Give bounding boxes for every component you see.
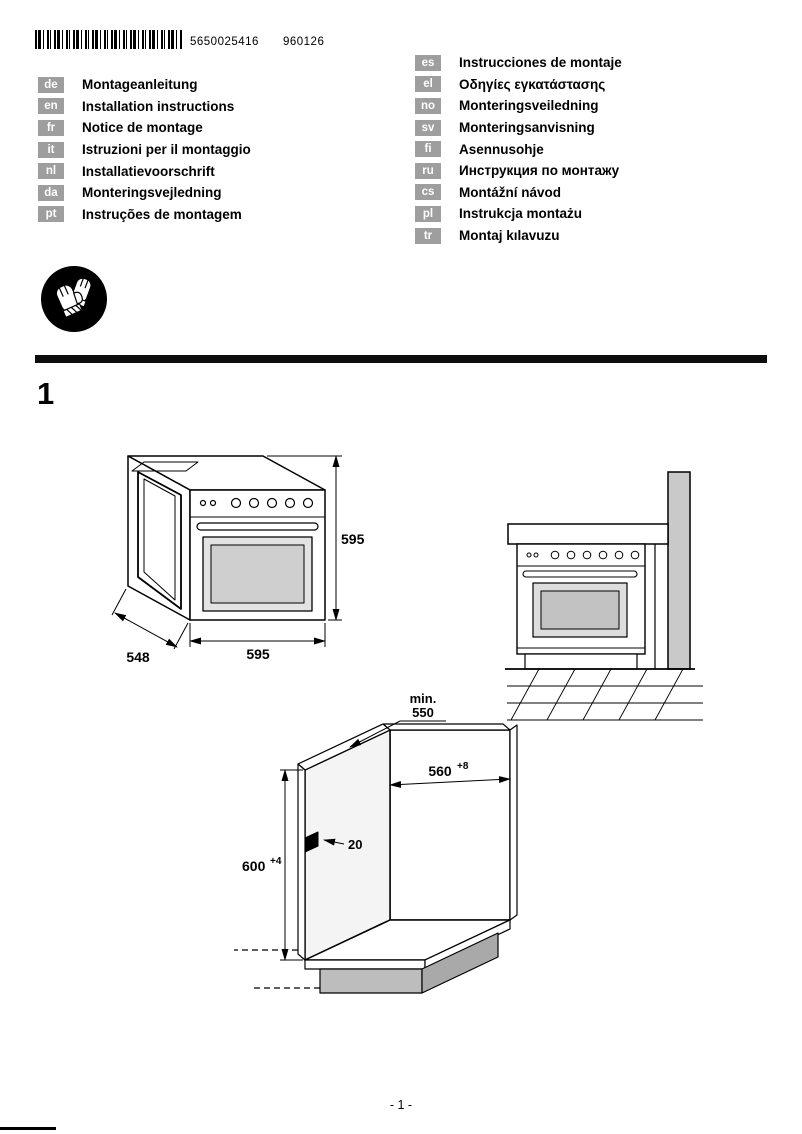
language-code-badge: fr [38,119,64,136]
language-title: Montážní návod [459,184,561,200]
section-divider [35,355,767,363]
language-code-badge: da [38,184,64,201]
dim-oven-width: 595 [246,646,270,662]
language-list-left: de Montageanleitung en Installation inst… [38,74,251,225]
language-row: cs Montážní návod [415,182,622,204]
dim-oven-depth: 548 [126,649,150,665]
plinth [319,968,423,994]
language-title: Asennusohje [459,141,544,157]
language-title: Οδηγίες εγκατάστασης [459,76,606,92]
language-code-badge: fi [415,141,441,158]
language-code-badge: sv [415,119,441,136]
language-row: es Instrucciones de montaje [415,52,622,74]
dim-niche-rail: 20 [348,837,362,852]
language-title: Monteringsanvisning [459,120,595,136]
language-row: sv Monteringsanvisning [415,117,622,139]
page-number: - 1 - [389,1098,413,1112]
language-code-badge: it [38,141,64,158]
support-rail [304,831,319,853]
language-code-badge: pl [415,205,441,222]
section-number: 1 [37,376,55,411]
bottom-edge-mark [0,1127,56,1130]
barcode [35,30,183,49]
language-code-badge: no [415,97,441,114]
language-row: fr Notice de montage [38,117,251,139]
language-row: fi Asennusohje [415,138,622,160]
language-title: Montageanleitung [82,77,198,93]
language-code-badge: pt [38,206,64,223]
language-row: da Monteringsvejledning [38,182,251,204]
dimension-lines [280,720,511,961]
cabinet-carcass [234,723,518,994]
language-title: Notice de montage [82,120,203,136]
control-knobs [199,497,314,509]
floor-tiles [507,668,703,721]
dim-niche-depth-min-label: min. [410,691,437,706]
dimension-lines [111,455,342,650]
language-row: pt Instruções de montagem [38,204,251,226]
dim-niche-height-tolerance: +4 [270,856,282,867]
dim-niche-height: 600 [242,858,266,874]
language-title: Monteringsvejledning [82,185,222,201]
installed-oven [516,543,646,670]
language-title: Instrukcja montażu [459,206,583,222]
language-row: it Istruzioni per il montaggio [38,139,251,161]
dim-oven-height: 595 [341,531,365,547]
language-code-badge: cs [415,184,441,201]
dim-niche-width: 560 [428,763,452,779]
barcode-text: 5650025416 960126 [190,36,324,48]
doc-code: 960126 [282,36,325,48]
language-code-badge: nl [38,163,64,180]
dim-niche-width-tolerance: +8 [457,761,469,772]
wall [667,471,691,670]
language-list-right: es Instrucciones de montaje el Οδηγίες ε… [415,52,622,246]
language-title: Montaj kılavuzu [459,228,560,244]
language-code-badge: tr [415,227,441,244]
language-code-badge: es [415,54,441,71]
figure-niche-dimensions: min. 550 560 +8 600 +4 20 [234,691,518,994]
oven-body [127,455,326,621]
door-handle [196,522,319,531]
gloves-icon [41,266,107,332]
language-row: de Montageanleitung [38,74,251,96]
language-row: ru Инструкция по монтажу [415,160,622,182]
language-code-badge: el [415,76,441,93]
worktop [507,523,669,545]
language-title: Инструкция по монтажу [459,163,620,179]
language-row: nl Installatievoorschrift [38,160,251,182]
barcode-number: 5650025416 [190,36,259,48]
language-title: Istruzioni per il montaggio [82,142,251,158]
language-row: pl Instrukcja montażu [415,203,622,225]
figure-oven-isometric: 595 548 595 [111,455,365,665]
language-title: Instrucciones de montaje [459,55,622,71]
language-row: el Οδηγίες εγκατάστασης [415,74,622,96]
language-title: Installation instructions [82,98,235,114]
language-title: Instruções de montagem [82,206,242,222]
dim-niche-depth-value: 550 [412,705,434,720]
language-row: no Monteringsveiledning [415,95,622,117]
language-code-badge: en [38,98,64,115]
language-title: Monteringsveiledning [459,98,599,114]
language-code-badge: de [38,76,64,93]
language-title: Installatievoorschrift [82,163,215,179]
language-code-badge: ru [415,162,441,179]
figure-installed-view [505,471,703,721]
language-row: en Installation instructions [38,96,251,118]
language-row: tr Montaj kılavuzu [415,225,622,247]
